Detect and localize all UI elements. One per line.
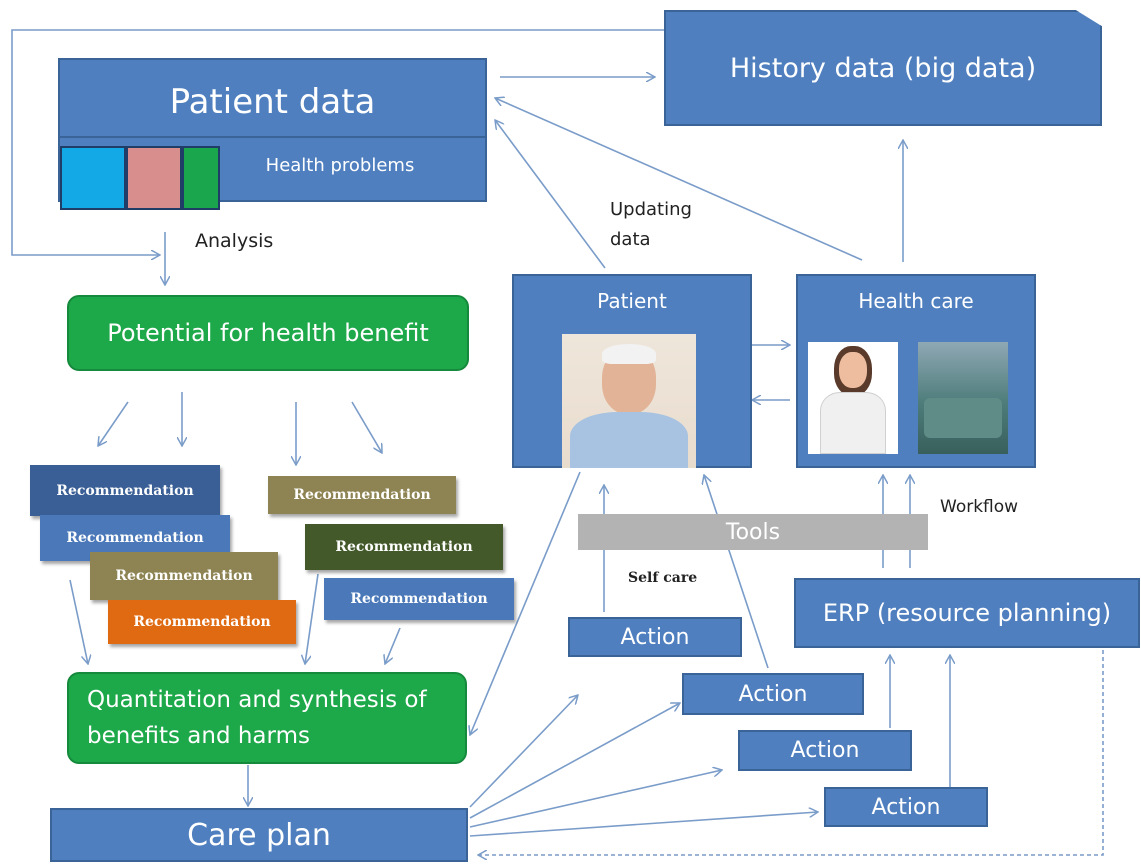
patient-box: Patient	[512, 274, 752, 468]
arrow-potential-rec1	[98, 401, 129, 446]
action-box-4: Action	[824, 787, 988, 827]
health-problem-swatch-pink	[126, 146, 182, 210]
bed-sheet	[924, 398, 1002, 438]
recommendation-card-5: Recommendation	[268, 476, 456, 514]
arrow-rec-quant-1	[69, 579, 88, 664]
patient-label: Patient	[597, 289, 667, 313]
dashed-erp-careplan	[478, 650, 1104, 855]
doctor-coat	[820, 392, 886, 454]
tools-bar: Tools	[578, 514, 928, 550]
health-problems-label: Health problems	[265, 154, 415, 176]
action-box-2: Action	[682, 673, 864, 715]
arrow-careplan-action3	[469, 770, 722, 828]
hospital-bed-photo	[918, 342, 1008, 454]
potential-benefit-label: Potential for health benefit	[107, 319, 429, 347]
patient-data-title: Patient data	[169, 82, 376, 122]
updating-data-label: Updating data	[610, 199, 692, 250]
quantitation-label: Quantitation and synthesis of benefits a…	[87, 687, 427, 749]
self-care-label: Self care	[628, 570, 698, 586]
arrow-careplan-action4	[469, 812, 818, 837]
man-shirt	[570, 412, 688, 468]
action-label-2: Action	[738, 681, 808, 707]
recommendation-card-4: Recommendation	[108, 600, 296, 644]
man-hair	[602, 344, 656, 364]
arrow-potential-rec4	[351, 401, 382, 453]
health-problem-swatch-cyan	[60, 146, 126, 210]
action-box-3: Action	[738, 730, 912, 771]
arrow-rec-quant-3	[385, 627, 401, 664]
recommendation-card-1: Recommendation	[30, 465, 220, 516]
action-label-4: Action	[871, 794, 941, 820]
arrow-action2-patient	[704, 475, 769, 669]
quantitation-box: Quantitation and synthesis of benefits a…	[67, 672, 467, 764]
health-care-box: Health care	[796, 274, 1036, 468]
history-data-label: History data (big data)	[729, 52, 1037, 84]
recommendation-card-7: Recommendation	[324, 578, 514, 620]
potential-benefit-box: Potential for health benefit	[67, 295, 469, 371]
arrow-careplan-action1	[469, 695, 578, 808]
tools-label: Tools	[725, 519, 781, 545]
doctor-face	[839, 352, 867, 388]
action-label-1: Action	[620, 624, 690, 650]
elderly-man-photo	[562, 334, 696, 468]
arrow-healthcare-to-patientdata	[495, 98, 863, 261]
doctor-photo	[808, 342, 898, 454]
patient-data-divider	[60, 136, 485, 138]
recommendation-card-6: Recommendation	[305, 524, 503, 570]
arrow-rec-quant-2	[305, 573, 319, 664]
history-data-box: History data (big data)	[664, 10, 1102, 126]
action-label-3: Action	[790, 738, 860, 763]
workflow-label: Workflow	[940, 497, 1019, 517]
care-plan-box: Care plan	[50, 808, 468, 862]
health-care-label: Health care	[858, 289, 974, 313]
arrow-patient-to-patientdata	[495, 120, 606, 269]
erp-label: ERP (resource planning)	[822, 599, 1112, 627]
health-problem-swatch-green	[182, 146, 220, 210]
analysis-label: Analysis	[195, 230, 274, 252]
feedback-loop-line	[11, 29, 665, 255]
arrow-careplan-action2	[469, 703, 680, 819]
arrow-patient-to-quant	[470, 471, 581, 735]
action-box-1: Action	[568, 617, 742, 657]
recommendation-card-3: Recommendation	[90, 552, 278, 600]
care-plan-label: Care plan	[187, 817, 331, 853]
erp-box: ERP (resource planning)	[794, 578, 1140, 648]
